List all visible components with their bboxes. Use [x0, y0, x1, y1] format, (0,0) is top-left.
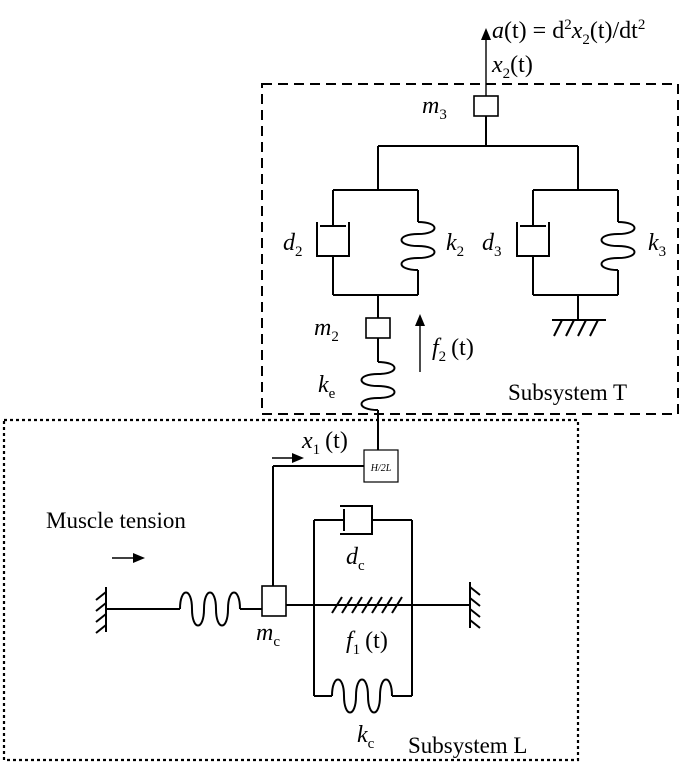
d3-label: d3 — [482, 230, 502, 260]
k2-label: k2 — [446, 230, 464, 260]
spring-ke — [360, 338, 396, 450]
spring-muscle — [179, 591, 262, 627]
f2-arrow-head — [415, 314, 425, 326]
subsystem-l-box — [2, 418, 580, 762]
spring-k2 — [400, 190, 436, 295]
ground-symbol-right — [469, 582, 481, 629]
x1-label: x1(t) — [301, 428, 348, 458]
spring-kc — [314, 678, 412, 714]
spring-k3 — [600, 190, 636, 295]
d2-label: d2 — [283, 230, 303, 260]
ke-label: ke — [318, 372, 336, 402]
x1-arrow-head — [292, 453, 304, 463]
accel-label: a(t) = d2x2(t)/dt2 — [492, 17, 645, 48]
output-arrow-head — [481, 28, 491, 40]
mass-m2 — [365, 317, 391, 339]
k3-label: k3 — [648, 230, 666, 260]
damper-dc — [314, 505, 412, 535]
kc-label: kc — [357, 722, 375, 752]
lever-box — [363, 449, 399, 483]
f1-label: f1(t) — [346, 628, 388, 658]
damper-d2 — [316, 190, 350, 295]
mass-mc — [261, 585, 287, 617]
f2-label: f2(t) — [432, 335, 474, 365]
m2-label: m2 — [314, 315, 339, 345]
mc-label: mc — [256, 620, 280, 650]
contractile-element-f1 — [322, 596, 404, 614]
ground-symbol-left — [95, 587, 107, 634]
lever-label: H/2L — [370, 463, 392, 474]
dc-label: dc — [346, 544, 365, 574]
ground-symbol-t — [552, 319, 606, 337]
subsystem-t-box — [261, 83, 679, 415]
subsystem-l-label: Subsystem L — [408, 733, 527, 758]
m3-label: m3 — [422, 93, 447, 123]
mass-m3 — [473, 95, 499, 117]
subsystem-t-label: Subsystem T — [508, 380, 627, 405]
damper-d3 — [516, 190, 550, 295]
x2-label: x2(t) — [491, 52, 533, 82]
muscle-tension-label: Muscle tension — [46, 508, 186, 533]
muscle-arrow-head — [133, 553, 145, 563]
